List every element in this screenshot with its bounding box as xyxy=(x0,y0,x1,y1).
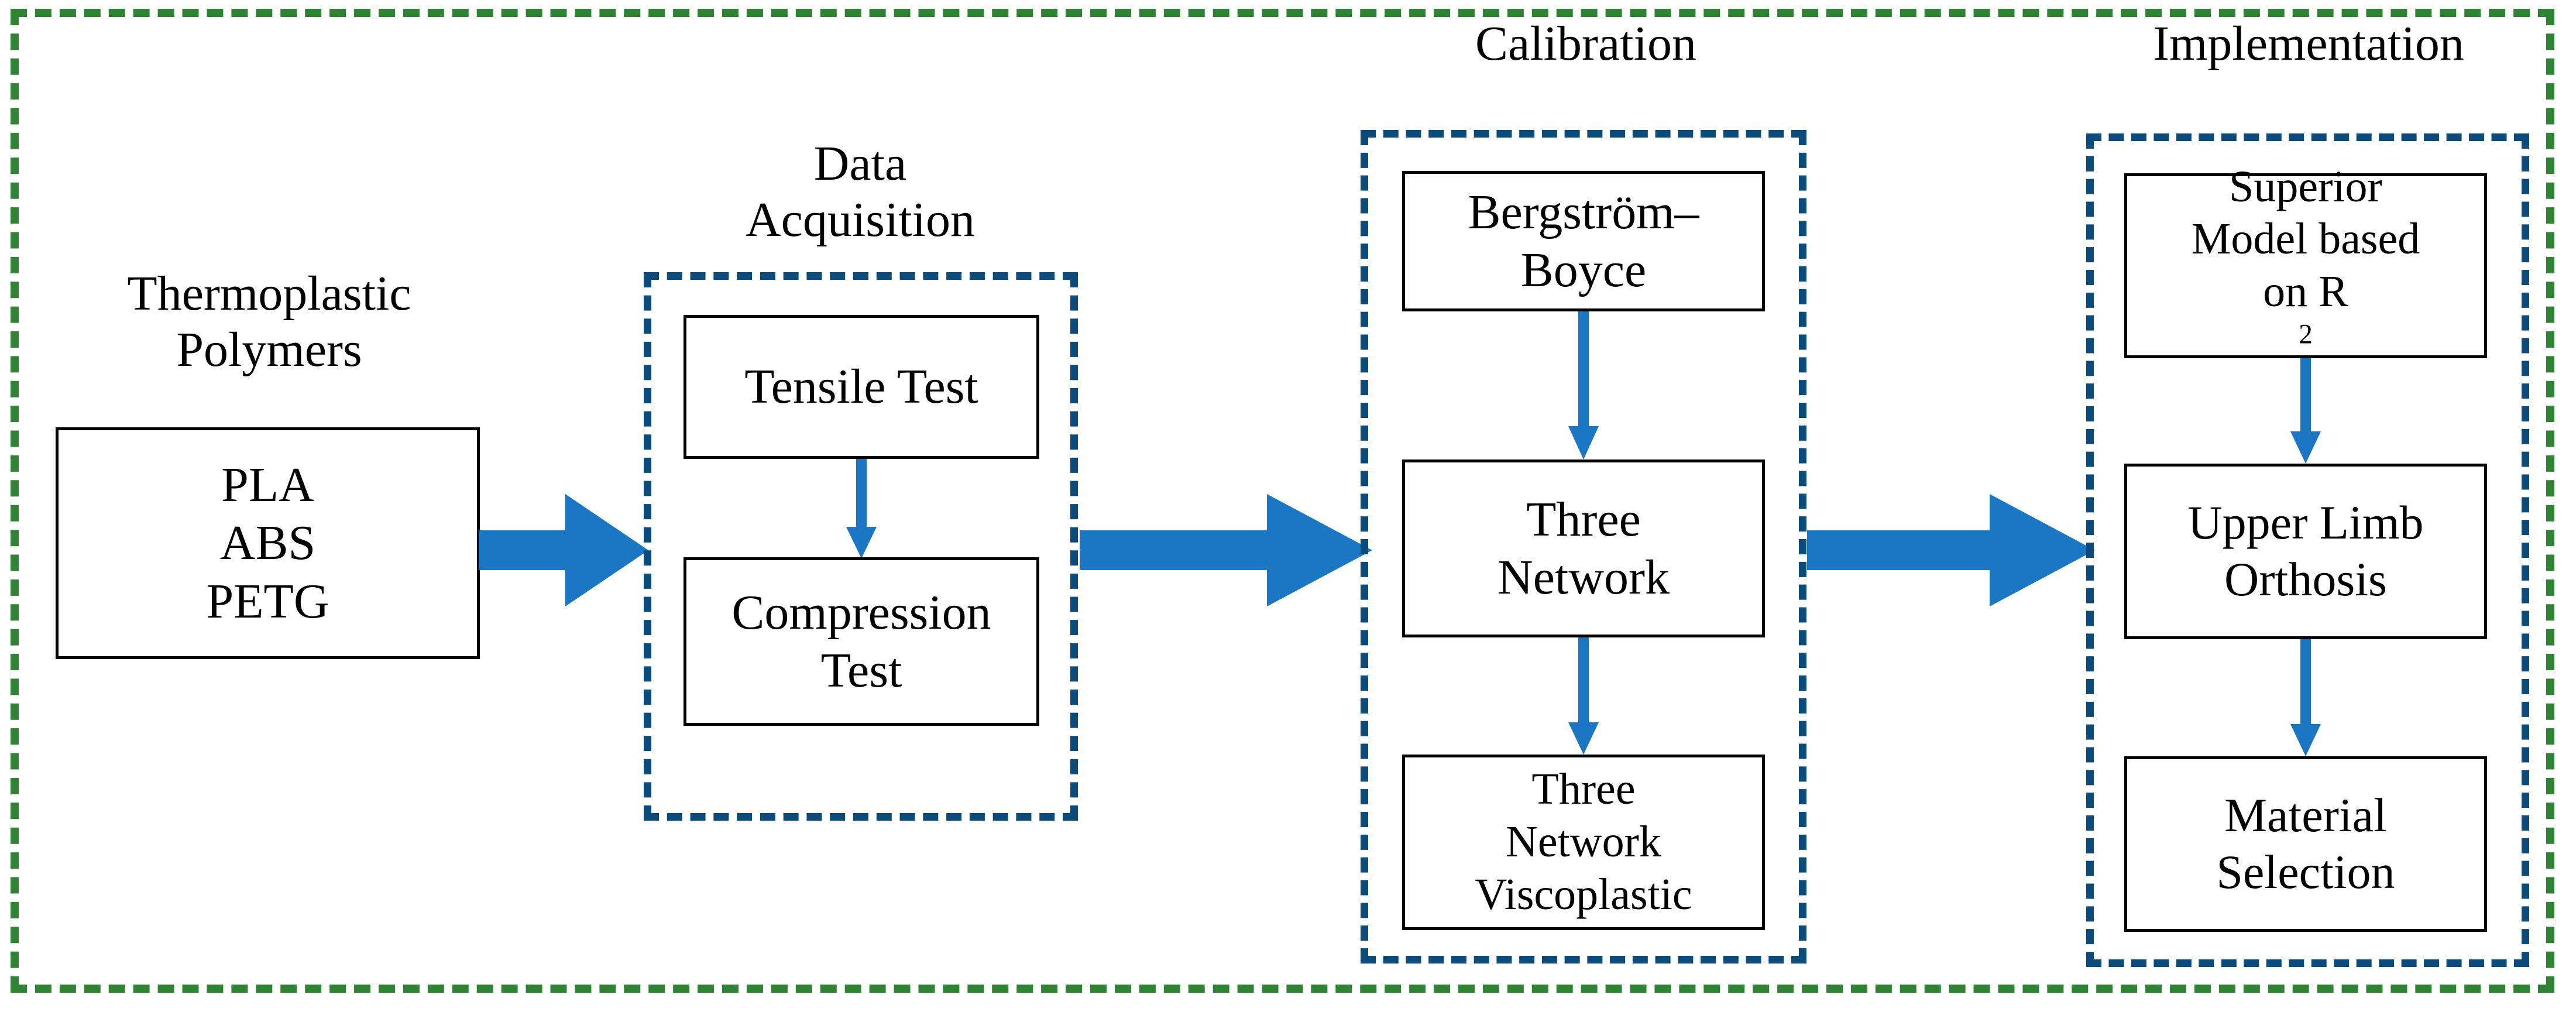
stage-arrow-3 xyxy=(1807,489,2095,611)
node-bergstrom-boyce-label: Bergström–Boyce xyxy=(1468,184,1699,297)
node-bergstrom-boyce: Bergström–Boyce xyxy=(1402,171,1765,311)
stage-arrow-1 xyxy=(479,489,648,611)
superscript-two: 2 xyxy=(2299,319,2313,350)
node-tensile-test: Tensile Test xyxy=(684,315,1039,459)
group-frame-data-acquisition xyxy=(644,272,1078,821)
stage-arrow-2 xyxy=(1080,489,1372,611)
node-tensile-test-label: Tensile Test xyxy=(744,359,978,414)
vertical-arrow-bb-to-three-network xyxy=(1565,311,1602,460)
stage-caption-calibration: Calibration xyxy=(1475,16,1696,71)
vertical-arrow-tensile-to-compression xyxy=(843,459,880,558)
group-frame-implementation xyxy=(2086,133,2529,967)
stage-caption-implementation: Implementation xyxy=(2153,16,2464,71)
outer-dashed-frame xyxy=(11,9,2554,993)
vertical-arrow-tn-to-tnv xyxy=(1565,637,1602,755)
vertical-arrow-orthosis-to-material xyxy=(2287,639,2324,756)
vertical-arrow-superior-to-orthosis xyxy=(2287,358,2324,464)
group-frame-calibration xyxy=(1361,130,1806,963)
